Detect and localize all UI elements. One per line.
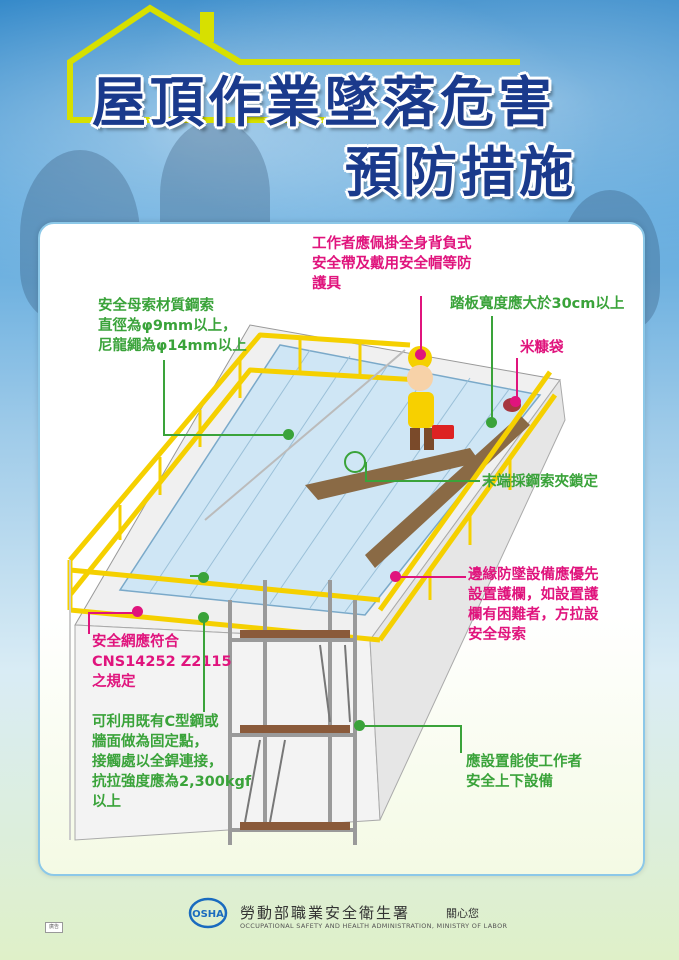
net-point-marker	[132, 606, 143, 617]
sandbag-label: 米糠袋	[520, 340, 564, 356]
advertisement-tag: 廣告	[45, 922, 63, 933]
lifeline-point-marker	[283, 429, 294, 440]
sandbag-point-marker	[510, 396, 521, 407]
page-subtitle: 預防措施	[345, 141, 577, 204]
net-leader-line	[88, 612, 90, 634]
lifeline-leader-line-h	[163, 434, 288, 436]
agency-care-text: 關心您	[446, 907, 479, 920]
guardrail-point-marker	[390, 571, 401, 582]
clamp-label: 末端採鋼索夾鎖定	[482, 474, 598, 490]
harness-point-marker	[415, 349, 426, 360]
access-leader-line	[360, 725, 460, 727]
plank-label: 踏板寬度應大於30cm以上	[450, 296, 625, 312]
clamp-leader-line	[365, 480, 480, 482]
lifeline-leader-line	[163, 360, 165, 434]
harness-leader-line	[420, 296, 422, 354]
access-leader-line-v	[460, 725, 462, 753]
guardrail-leader-line	[396, 576, 466, 578]
clamp-leader-line-v	[365, 462, 367, 482]
access-point-marker	[354, 720, 365, 731]
net-leader-line-h	[88, 612, 136, 614]
anchor-point-marker-upper	[198, 572, 209, 583]
anchor-label: 可利用既有C型鋼或 牆面做為固定點， 接觸處以全銲連接， 抗拉強度應為2,300…	[92, 714, 252, 810]
anchor-point-marker-lower	[198, 612, 209, 623]
house-outline-icon	[67, 4, 520, 123]
harness-label: 工作者應佩掛全身背負式 安全帶及戴用安全帽等防 護具	[312, 236, 472, 292]
lifeline-label: 安全母索材質鋼索 直徑為φ9mm以上， 尼龍繩為φ14mm以上	[98, 298, 247, 354]
osha-logo-text: OSHA	[192, 909, 224, 920]
agency-name: 勞動部職業安全衛生署	[240, 904, 411, 922]
page-title: 屋頂作業墜落危害	[92, 71, 556, 134]
title-area: 屋頂作業墜落危害 預防措施	[0, 0, 679, 220]
agency-english-name: OCCUPATIONAL SAFETY AND HEALTH ADMINISTR…	[240, 922, 508, 930]
plank-point-marker	[486, 417, 497, 428]
sandbag-leader-line	[516, 358, 518, 398]
plank-leader-line	[491, 316, 493, 420]
access-label: 應設置能使工作者 安全上下設備	[466, 754, 582, 790]
anchor-leader-line-v	[203, 620, 205, 712]
osha-logo-icon: OSHA	[188, 897, 228, 929]
net-label: 安全網應符合 CNS14252 Z2115 之規定	[92, 634, 232, 690]
guardrail-label: 邊緣防墜設備應優先 設置護欄，如設置護 欄有困難者，方拉設 安全母索	[468, 567, 599, 643]
